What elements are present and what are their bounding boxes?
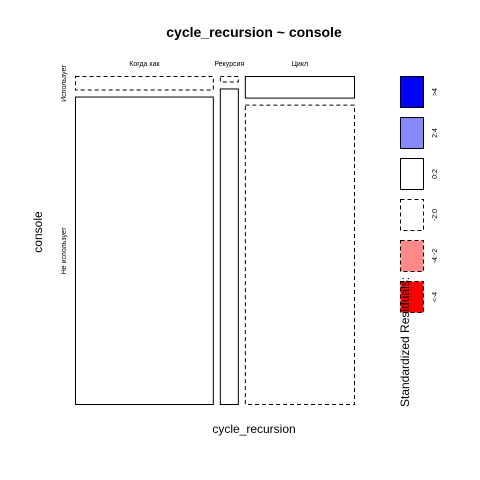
legend-swatch-1 — [400, 117, 424, 149]
residual-legend: >4 2:4 0:2 -2:0 -4:-2 <-4 — [400, 76, 439, 313]
legend-swatch-3 — [400, 199, 424, 231]
tile-когда-как-не-использует — [75, 96, 214, 405]
column-label-когда-как: Когда как — [129, 61, 160, 68]
y-axis-label: console — [31, 211, 45, 253]
x-axis-label: cycle_recursion — [212, 422, 295, 436]
legend-title: Standardized Residuals: — [398, 277, 412, 407]
column-label-цикл: Цикл — [292, 61, 308, 68]
column-labels: Когда как Рекурсия Цикл — [129, 61, 308, 68]
chart-title: cycle_recursion ~ console — [166, 24, 342, 40]
legend-swatch-0 — [400, 76, 424, 108]
tile-когда-как-использует — [75, 76, 214, 91]
tile-рекурсия-использует — [219, 76, 239, 83]
row-label-не-использует: Не использует — [61, 226, 68, 274]
legend-label-3: -2:0 — [432, 209, 439, 221]
legend-label-4: -4:-2 — [432, 249, 439, 264]
tile-рекурсия-не-использует — [219, 88, 239, 406]
legend-swatch-5 — [400, 281, 424, 313]
tile-цикл-не-использует — [244, 104, 356, 406]
legend-swatch-2 — [400, 158, 424, 190]
column-label-рекурсия: Рекурсия — [214, 61, 244, 68]
row-labels: Использует Не использует — [61, 64, 68, 274]
legend-label-0: >4 — [432, 88, 439, 96]
tile-цикл-использует — [244, 76, 356, 99]
row-label-использует: Использует — [61, 64, 68, 102]
legend-label-1: 2:4 — [432, 128, 439, 138]
mosaic-tiles — [75, 76, 356, 406]
legend-label-2: 0:2 — [432, 169, 439, 179]
legend-label-5: <-4 — [432, 292, 439, 302]
legend-swatch-4 — [400, 240, 424, 272]
